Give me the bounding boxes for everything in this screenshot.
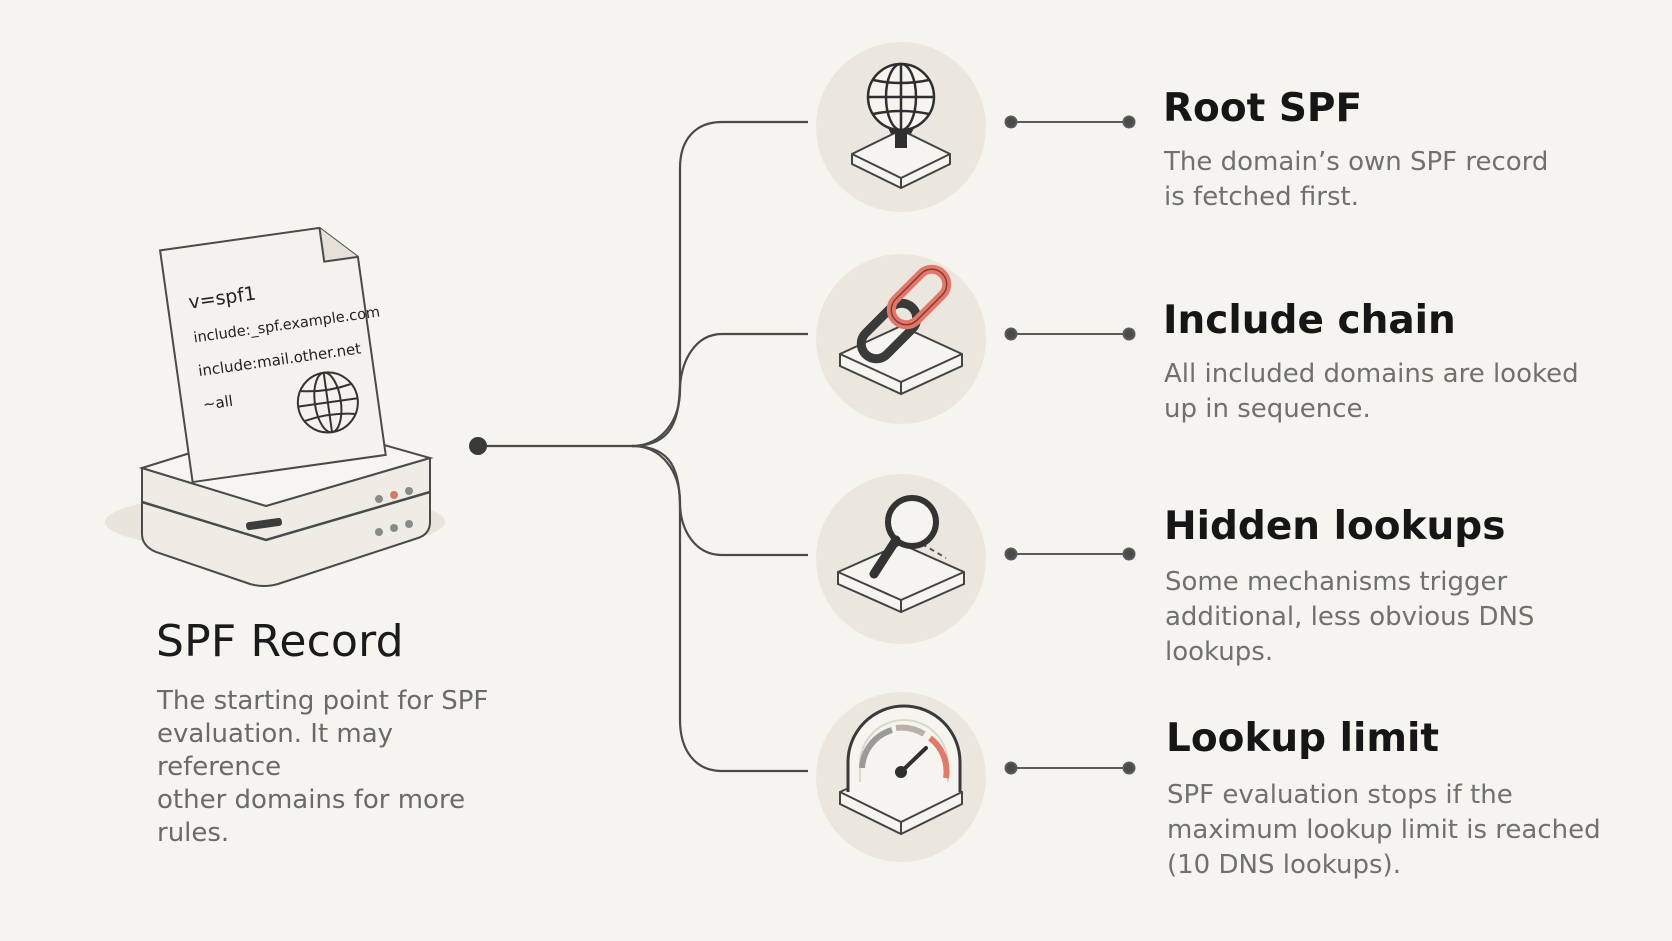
item-description-include-chain: All included domains are looked up in se… xyxy=(1164,357,1594,427)
item-description-line: lookups. xyxy=(1165,637,1274,667)
document-icon: v=spf1 include:_spf.example.com include:… xyxy=(158,226,387,484)
item-description-line: additional, less obvious DNS xyxy=(1165,602,1535,632)
source-description-line: other domains for more rules. xyxy=(157,785,466,848)
item-description-line: All included domains are looked xyxy=(1164,359,1579,389)
source-title: SPF Record xyxy=(156,616,404,667)
item-description-line: SPF evaluation stops if the xyxy=(1167,780,1513,810)
globe-icon xyxy=(296,371,359,434)
globe-icon xyxy=(851,62,951,190)
item-description-line: (10 DNS lookups). xyxy=(1167,850,1401,880)
item-title-hidden-lookups: Hidden lookups xyxy=(1164,504,1506,549)
connector-hidden xyxy=(631,444,808,557)
item-description-line: The domain’s own SPF record xyxy=(1164,147,1549,177)
connector-limit xyxy=(631,444,808,773)
lookup-limit-icon-circle xyxy=(816,692,986,862)
item-title-root-spf: Root SPF xyxy=(1163,86,1363,131)
gauge-icon xyxy=(839,704,963,836)
item-description-line: is fetched first. xyxy=(1164,182,1359,212)
source-description: The starting point for SPF evaluation. I… xyxy=(157,685,517,850)
item-description-line: maximum lookup limit is reached xyxy=(1167,815,1601,845)
root-spf-icon-circle xyxy=(816,42,986,212)
chain-link-icon xyxy=(839,264,963,396)
connector-root xyxy=(631,120,808,448)
include-chain-icon-circle xyxy=(816,254,986,424)
item-description-lookup-limit: SPF evaluation stops if the maximum look… xyxy=(1167,778,1647,883)
item-title-lookup-limit: Lookup limit xyxy=(1166,716,1440,761)
item-title-include-chain: Include chain xyxy=(1163,298,1456,343)
connector-origin-dot xyxy=(469,437,487,455)
spf-record-illustration: v=spf1 include:_spf.example.com include:… xyxy=(105,226,445,587)
item-description-hidden-lookups: Some mechanisms trigger additional, less… xyxy=(1165,565,1595,670)
item-description-root-spf: The domain’s own SPF record is fetched f… xyxy=(1164,145,1594,215)
item-description-line: Some mechanisms trigger xyxy=(1165,567,1508,597)
source-description-line: The starting point for SPF xyxy=(157,686,489,716)
connector-include xyxy=(631,332,808,448)
item-description-line: up in sequence. xyxy=(1164,394,1371,424)
hidden-lookups-icon-circle xyxy=(816,474,986,644)
record-line-4: ~all xyxy=(202,392,234,414)
source-description-line: evaluation. It may reference xyxy=(157,719,394,782)
magnifier-icon xyxy=(837,495,965,614)
